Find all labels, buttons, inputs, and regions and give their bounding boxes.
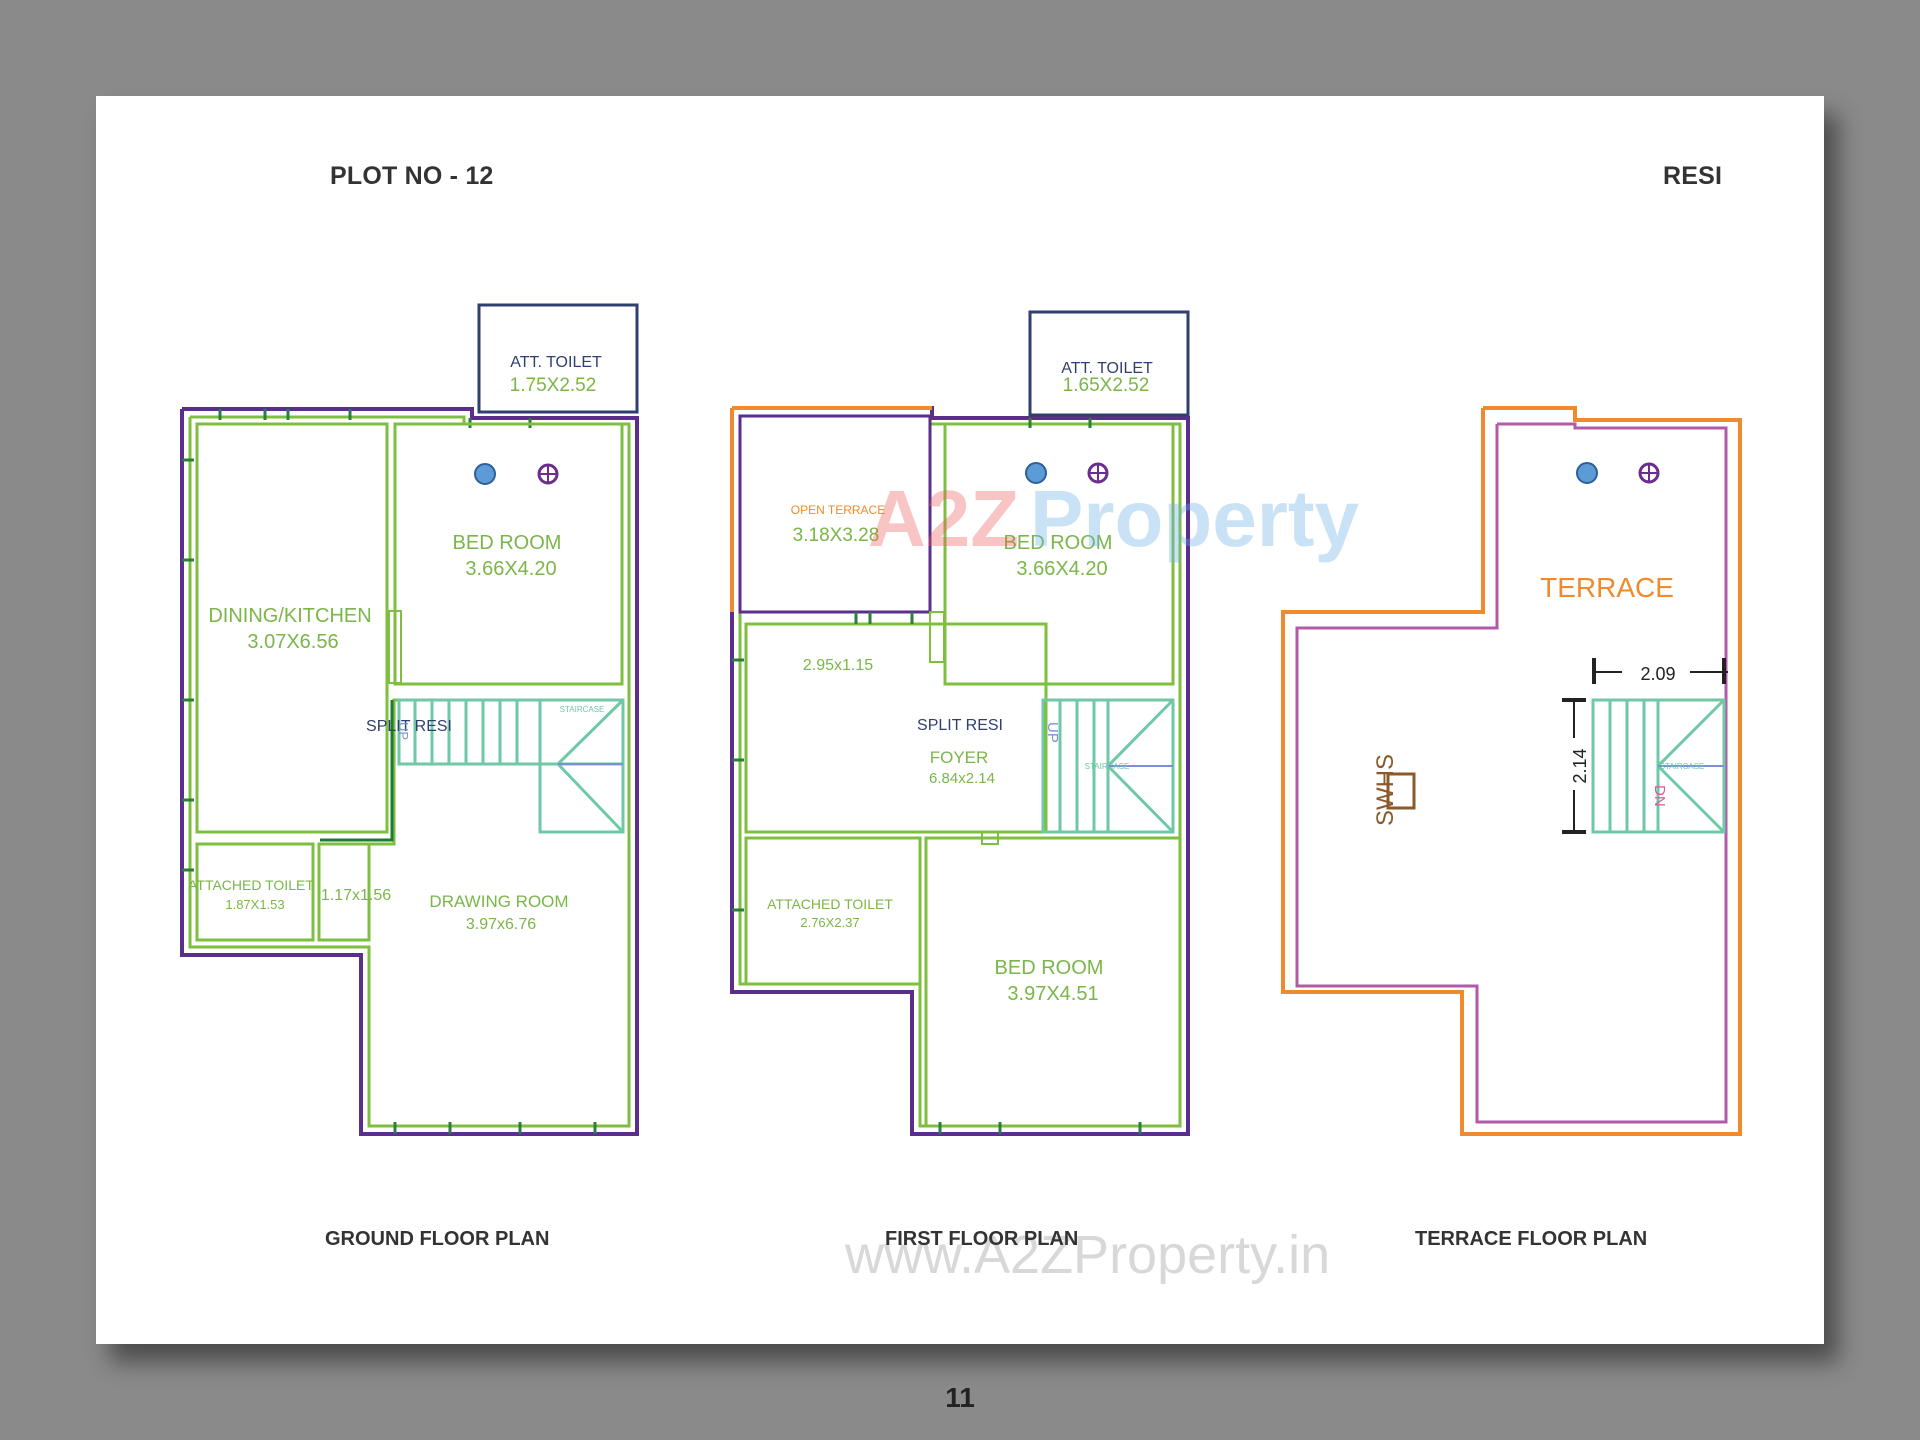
first-open-terrace-size: 3.18X3.28 bbox=[793, 525, 880, 546]
ground-corridor-wall bbox=[320, 700, 394, 842]
terrace-label: TERRACE bbox=[1540, 572, 1674, 603]
terrace-dn-label: DN bbox=[1651, 785, 1668, 807]
ground-up-label: UP bbox=[396, 722, 411, 740]
terrace-swhs-label: SWHS bbox=[1372, 754, 1399, 826]
terrace-inner-parapet bbox=[1295, 422, 1728, 1124]
first-bed-room-1 bbox=[943, 422, 1175, 686]
terrace-staircase-label: STAIRCASE bbox=[1660, 762, 1705, 771]
ground-staircase-label: STAIRCASE bbox=[560, 705, 605, 714]
first-bed-room-1-size: 3.66X4.20 bbox=[1016, 558, 1107, 580]
first-light-fixture-icon bbox=[1025, 462, 1047, 484]
ground-dining-kitchen-size: 3.07X6.56 bbox=[247, 631, 338, 653]
ground-drawing-room-label: DRAWING ROOM bbox=[429, 892, 568, 911]
first-up-label: UP bbox=[1044, 722, 1061, 743]
first-split-resi-label: SPLIT RESI bbox=[917, 717, 1003, 734]
first-bed-room-1-label: BED ROOM bbox=[1004, 532, 1113, 554]
ground-split-resi-label: SPLIT RESI bbox=[366, 718, 452, 735]
ground-bed-room-label: BED ROOM bbox=[453, 532, 562, 554]
ground-bed-room bbox=[393, 422, 624, 686]
ground-att-toilet-label: ATT. TOILET bbox=[510, 354, 602, 371]
first-att-toilet-label: ATT. TOILET bbox=[1061, 360, 1153, 377]
ground-dining-kitchen-room bbox=[195, 422, 389, 834]
watermark-brand-b: Property bbox=[1030, 474, 1359, 563]
watermark-brand-a: A2Z bbox=[868, 474, 1019, 563]
ground-att-toilet-size: 1.75X2.52 bbox=[510, 375, 597, 396]
ground-floor-plan: ATT. TOILET 1.75X2.52 BED ROOM 3.66X4.20… bbox=[180, 303, 639, 1136]
first-open-terrace-label: OPEN TERRACE bbox=[791, 503, 885, 517]
first-outer-wall bbox=[730, 406, 1190, 1136]
ground-attached-toilet-label: ATTACHED TOILET bbox=[188, 877, 314, 893]
first-window-marks bbox=[732, 418, 1142, 1134]
first-att-toilet-size: 1.65X2.52 bbox=[1063, 375, 1150, 396]
ground-attached-toilet-room bbox=[195, 842, 315, 942]
first-bed-room-2-size: 3.97X4.51 bbox=[1007, 983, 1098, 1005]
ground-floor-plan-title: GROUND FLOOR PLAN bbox=[325, 1228, 550, 1250]
first-foyer-label: FOYER bbox=[930, 748, 989, 767]
first-att-toilet-room bbox=[1028, 310, 1190, 417]
plot-number: PLOT NO - 12 bbox=[330, 162, 494, 190]
ground-att-toilet-room bbox=[477, 303, 639, 414]
watermark-url: www.A2ZProperty.in bbox=[845, 1225, 1331, 1285]
first-attached-toilet-size: 2.76X2.37 bbox=[800, 915, 859, 930]
ground-bed-room-door bbox=[388, 610, 402, 684]
page-number: 11 bbox=[945, 1382, 975, 1413]
first-bed-room-2 bbox=[924, 836, 1182, 1128]
first-passage-size: 2.95x1.15 bbox=[803, 657, 873, 674]
first-staircase bbox=[1041, 698, 1175, 834]
solar-water-heater-icon bbox=[1386, 772, 1416, 810]
first-attached-toilet-room bbox=[744, 836, 922, 986]
terrace-stair-width: 2.09 bbox=[1640, 664, 1675, 684]
ground-inner-wall bbox=[188, 415, 631, 1128]
ground-drawing-room-size: 3.97x6.76 bbox=[466, 916, 536, 933]
terrace-staircase bbox=[1591, 698, 1726, 834]
watermark-logo: A2Z Property bbox=[868, 474, 1359, 563]
terrace-stair-length: 2.14 bbox=[1570, 748, 1590, 783]
terrace-light-fixture-icon bbox=[1576, 462, 1598, 484]
terrace-floor-plan: TERRACE 2.09 2.14 SWHS DN STAIRCASE bbox=[1281, 406, 1742, 1136]
first-foyer-size: 6.84x2.14 bbox=[929, 770, 995, 787]
first-staircase-label: STAIRCASE bbox=[1085, 762, 1130, 771]
ground-staircase bbox=[397, 698, 625, 834]
ground-passage-size: 1.17x1.56 bbox=[321, 887, 391, 904]
ground-bed-room-size: 3.66X4.20 bbox=[465, 558, 556, 580]
first-open-terrace-area bbox=[738, 414, 932, 614]
ground-light-fixture-icon bbox=[474, 463, 496, 485]
terrace-floor-plan-title: TERRACE FLOOR PLAN bbox=[1415, 1228, 1648, 1250]
terrace-outer-parapet bbox=[1281, 406, 1742, 1136]
ground-window-marks bbox=[182, 409, 597, 1134]
ground-outer-wall bbox=[180, 407, 639, 1136]
terrace-dimension-lines bbox=[1562, 658, 1728, 834]
first-floor-plan-title: FIRST FLOOR PLAN bbox=[885, 1228, 1079, 1250]
first-attached-toilet-label: ATTACHED TOILET bbox=[767, 896, 893, 912]
ground-dining-kitchen-label: DINING/KITCHEN bbox=[208, 605, 371, 627]
first-bed-room-2-label: BED ROOM bbox=[995, 957, 1104, 979]
first-floor-plan: ATT. TOILET 1.65X2.52 OPEN TERRACE 3.18X… bbox=[730, 310, 1190, 1136]
ground-attached-toilet-size: 1.87X1.53 bbox=[225, 897, 284, 912]
property-type: RESI bbox=[1663, 162, 1723, 190]
